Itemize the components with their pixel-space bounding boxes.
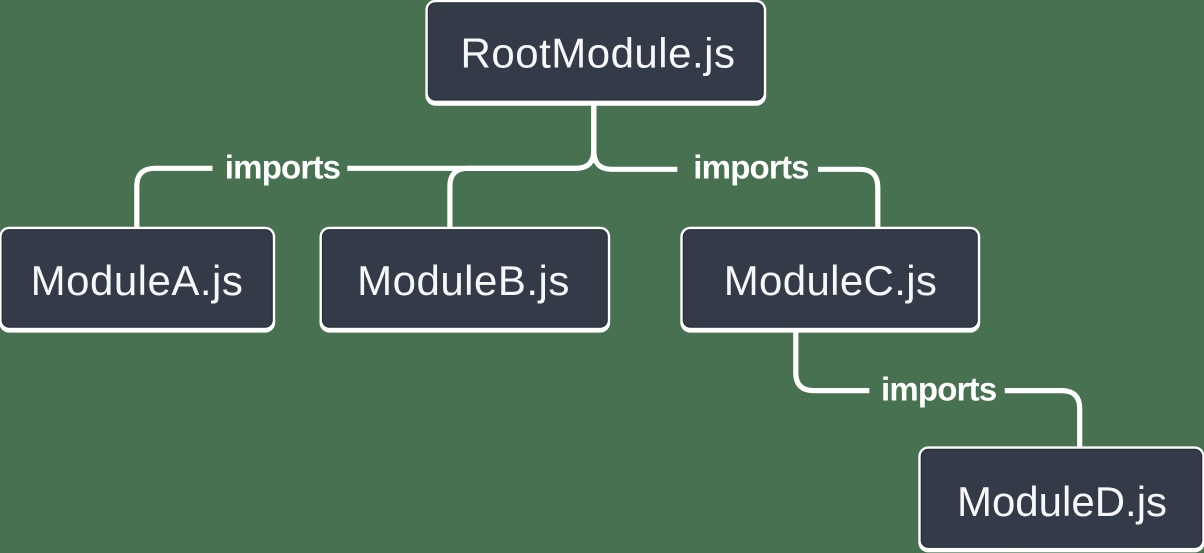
svg-text:RootModule.js: RootModule.js — [461, 30, 736, 77]
svg-text:ModuleB.js: ModuleB.js — [357, 257, 570, 304]
svg-text:ModuleD.js: ModuleD.js — [957, 478, 1167, 525]
svg-text:imports: imports — [693, 149, 808, 186]
svg-text:imports: imports — [881, 371, 996, 408]
svg-text:ModuleC.js: ModuleC.js — [724, 257, 938, 304]
svg-text:ModuleA.js: ModuleA.js — [31, 257, 244, 304]
svg-text:imports: imports — [225, 149, 340, 186]
